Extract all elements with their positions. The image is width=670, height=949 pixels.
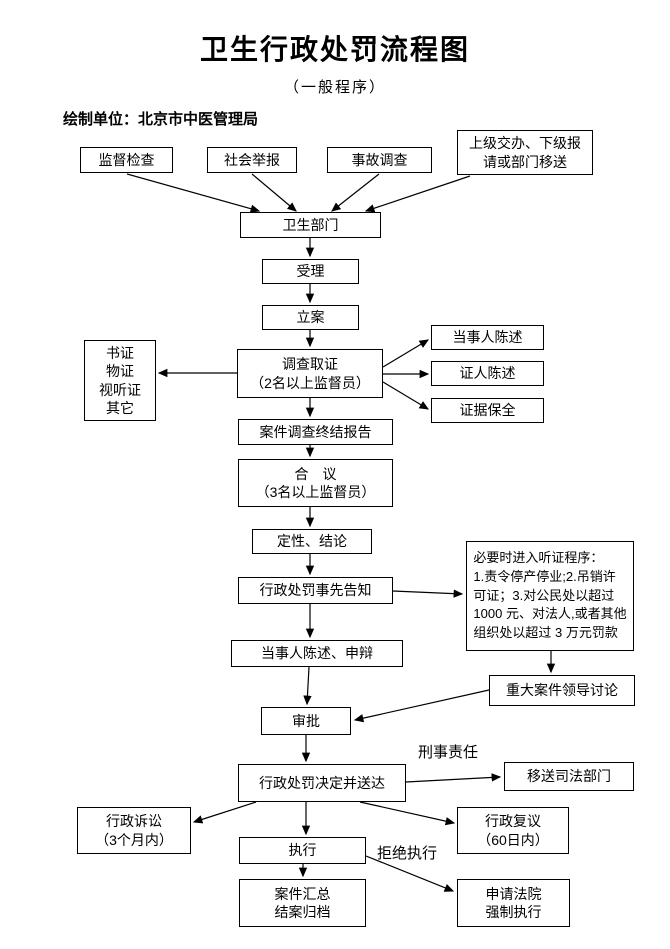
label-refuse-execution: 拒绝执行 [377,845,438,862]
node-judicial-transfer: 移送司法部门 [504,762,634,791]
arrow [359,801,456,826]
arrow [126,173,261,213]
node-approval: 审批 [261,707,351,735]
node-evidence-types: 书证 物证 视听证 其它 [84,340,156,421]
node-execution: 执行 [239,837,366,864]
node-evidence-preservation: 证据保全 [431,398,544,423]
node-hearing-procedure: 必要时进入听证程序： 1.责令停产停业;2.吊销许 可证；3.对公民处以超过 1… [466,541,634,651]
node-final-investigation-report: 案件调查终结报告 [238,419,393,445]
page-title: 卫生行政处罚流程图 [199,34,470,65]
arrow [382,339,430,368]
arrow [364,175,471,213]
node-deliberation: 合 议 （3名以上监督员） [238,459,393,507]
arrow [392,589,464,598]
arrow [251,173,297,212]
node-conclusion: 定性、结论 [252,529,372,554]
node-punishment-decision: 行政处罚决定并送达 [238,764,406,802]
node-social-report: 社会举报 [207,147,297,173]
page-subtitle: （一般程序） [283,79,386,96]
arrow [405,773,502,783]
node-prior-notice: 行政处罚事先告知 [238,577,393,604]
node-party-statement: 当事人陈述 [431,325,544,350]
arrow [331,173,380,212]
arrow [382,381,430,410]
node-acceptance: 受理 [262,259,359,284]
node-supervision-check: 监督检查 [80,147,173,173]
node-accident-investigation: 事故调查 [327,147,432,173]
node-witness-statement: 证人陈述 [431,361,544,386]
arrow [192,801,257,824]
node-statement-defense: 当事人陈述、申辩 [231,640,403,667]
node-case-filing: 立案 [262,305,359,330]
label-criminal-liability: 刑事责任 [418,744,479,761]
node-investigation-evidence: 调查取证 （2名以上监督员） [237,349,383,398]
credit-line: 绘制单位：北京市中医管理局 [63,111,259,128]
node-superior-assignment: 上级交办、下级报 请或部门移送 [457,130,593,175]
node-court-enforcement: 申请法院 强制执行 [457,879,570,927]
node-case-archive: 案件汇总 结案归档 [239,879,366,927]
node-major-case-discussion: 重大案件领导讨论 [489,675,635,706]
node-health-department: 卫生部门 [240,212,381,238]
node-administrative-reconsideration: 行政复议 （60日内） [457,807,569,854]
arrow [303,666,312,706]
arrow [353,689,490,723]
node-administrative-litigation: 行政诉讼 （3个月内） [77,807,191,854]
